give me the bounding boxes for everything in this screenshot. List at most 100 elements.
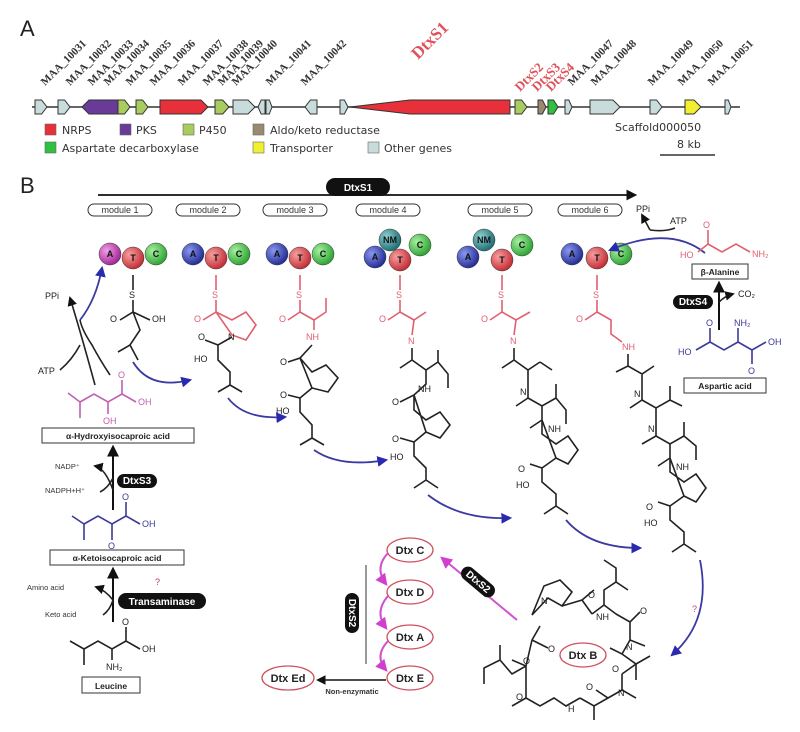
adenylation-domain-5: A: [456, 245, 480, 269]
atom-nh: NH: [676, 462, 689, 472]
gene-arrow-dtxs4: [547, 99, 559, 115]
domain-letter: NM: [383, 235, 397, 245]
panel-a-label: A: [20, 16, 35, 41]
atom-o: O: [280, 390, 287, 400]
legend-item-nrps: NRPS: [44, 123, 92, 137]
hydroxy-acid-label: α-Hydroxyisocaproic acid: [66, 431, 170, 441]
domain-letter: A: [274, 249, 281, 259]
atom-n: N: [626, 642, 633, 652]
gene-arrow-maa_10033: [81, 99, 119, 115]
gene-arrow-maa_10035: [135, 99, 149, 115]
adenylation-domain-1: A: [98, 242, 122, 266]
domain-letter: T: [594, 253, 600, 263]
condensation-domain-4: C: [408, 233, 432, 257]
atom-o: O: [706, 318, 713, 328]
adenylation-domain-3: A: [265, 242, 289, 266]
ppi-release-arrow: [67, 296, 96, 386]
dtx-e-ellipse: [386, 665, 434, 691]
atom-ho: HO: [194, 354, 208, 364]
transfer-arrow: [427, 494, 513, 524]
domain-letter: T: [499, 255, 505, 265]
legend-swatch: [182, 123, 195, 136]
domain-letter: A: [465, 252, 472, 262]
domain-letter: C: [417, 240, 424, 250]
nadph-curve: [99, 477, 114, 493]
nadp-arrow: [93, 462, 114, 491]
transaminase-pill: [118, 593, 206, 609]
gene-arrow-maa_10031: [34, 99, 48, 115]
atom-o: O: [612, 664, 619, 674]
gene-arrow-maa_10032: [57, 99, 71, 115]
nadph-label: NADPH+H⁺: [45, 486, 85, 495]
module6-intermediate: S O NH N N NH O HO: [576, 275, 707, 553]
atom-o: O: [548, 644, 555, 654]
legend-label: Other genes: [384, 142, 452, 155]
amino-acid-arrow: [94, 584, 114, 601]
atom-o: O: [279, 314, 286, 324]
dtx-ed-label: Dtx Ed: [271, 673, 306, 685]
dtx-b-label: Dtx B: [569, 650, 598, 662]
atom-h: H: [568, 704, 575, 714]
atom-n: N: [520, 387, 527, 397]
dtxs3-pill: [117, 474, 157, 488]
adenylation-domain-6: A: [560, 242, 584, 266]
atom-ho: HO: [644, 518, 658, 528]
atom-o: O: [392, 434, 399, 444]
legend-label: Aldo/keto reductase: [270, 124, 380, 137]
atom-s: S: [129, 290, 135, 300]
module2-intermediate: S O O HO N: [194, 275, 257, 393]
ppi-release-arrow: [641, 213, 651, 231]
a-to-e-arrow: [375, 640, 389, 672]
module-pill: [262, 203, 328, 217]
atom-o: O: [748, 366, 755, 376]
module-label-6: module 6: [557, 203, 623, 217]
atom-s: S: [212, 290, 218, 300]
domain-letter: C: [618, 249, 625, 259]
domain-letter: A: [372, 252, 379, 262]
atom-s: S: [498, 290, 504, 300]
atom-o: O: [110, 314, 117, 324]
atp-curve: [649, 227, 676, 232]
atom-o: O: [588, 590, 595, 600]
atom-oh: OH: [142, 644, 156, 654]
dtxs3-label: DtxS3: [123, 476, 152, 487]
domain-letter: T: [130, 253, 136, 263]
scaffold-label: Scaffold000050: [615, 121, 701, 134]
activation-arrow: [79, 265, 106, 321]
gene-label: DtxS1: [407, 18, 452, 63]
module3-intermediate: S O NH O O HO: [276, 275, 340, 446]
condensation-domain-1: C: [144, 242, 168, 266]
dtxs4-label: DtxS4: [679, 297, 708, 308]
thiolation-domain-3: T: [288, 246, 312, 270]
atom-s: S: [296, 290, 302, 300]
legend-label: Aspartate decarboxylase: [62, 142, 199, 155]
gene-arrow-dtxs1: [349, 99, 511, 115]
atom-ho: HO: [680, 250, 694, 260]
cyclization-question-mark: ?: [692, 604, 697, 614]
keto-acid-label: α-Ketoisocaproic acid: [73, 553, 162, 563]
atp-label-right: ATP: [670, 216, 687, 226]
legend-label: PKS: [136, 124, 157, 137]
gene-arrow-maa_10036: [159, 99, 209, 115]
gene-arrow-dtxs3: [537, 99, 547, 115]
atom-o: O: [703, 220, 710, 230]
amino-acid-label: Amino acid: [27, 583, 64, 592]
legend-label: NRPS: [62, 124, 92, 137]
gene-arrow-maa_10039: [257, 99, 266, 115]
module-text: module 5: [481, 205, 518, 215]
atom-nh: NH: [418, 384, 431, 394]
atom-o: O: [481, 314, 488, 324]
n-methyltransferase-domain-4: NM: [378, 228, 402, 252]
legend-item-p450: P450: [182, 123, 227, 137]
thiolation-domain-5: T: [490, 248, 514, 272]
atom-n: N: [541, 596, 548, 606]
domain-letter: T: [397, 255, 403, 265]
d-to-a-arrow: [375, 595, 389, 630]
dtx-e-label: Dtx E: [396, 673, 424, 685]
atom-o: O: [194, 314, 201, 324]
atom-n: N: [618, 688, 625, 698]
gene-arrow-maa_10041: [304, 99, 318, 115]
gene-arrow-maa_10040: [265, 99, 273, 115]
non-enzymatic-label: Non-enzymatic: [325, 687, 378, 696]
